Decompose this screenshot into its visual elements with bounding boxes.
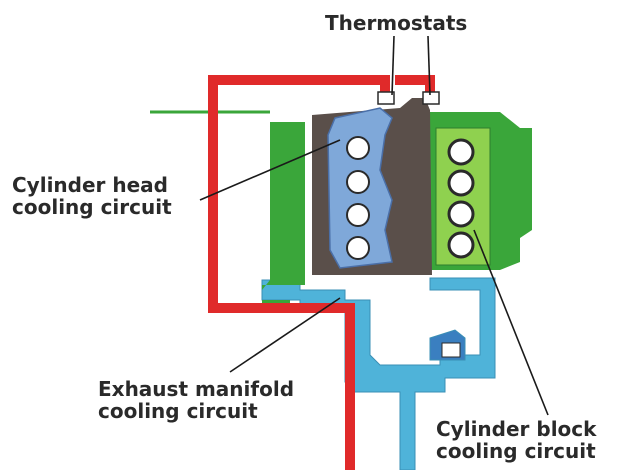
head-port-4 — [346, 236, 370, 260]
exhaust-manifold-line-1: Exhaust manifold — [98, 377, 295, 401]
leader-thermostat-right — [427, 35, 431, 96]
cylinder-block-line-1: Cylinder block — [436, 417, 597, 441]
thermostats-label: Thermostats — [325, 12, 467, 34]
head-port-3 — [346, 203, 370, 227]
block-bore-2 — [447, 169, 475, 197]
exhaust-manifold-label: Exhaust manifold cooling circuit — [98, 378, 294, 422]
cylinder-head-label: Cylinder head cooling circuit — [12, 174, 172, 218]
block-bore-1 — [447, 138, 475, 166]
cylinder-block-label: Cylinder block cooling circuit — [436, 418, 596, 462]
cylinder-head-line-1: Cylinder head — [12, 173, 168, 197]
head-port-2 — [346, 170, 370, 194]
leader-thermostat-left — [391, 35, 395, 96]
leader-head — [199, 139, 341, 201]
cylinder-head-area — [327, 107, 393, 269]
cylinder-block-line-2: cooling circuit — [436, 439, 596, 463]
leader-exhaust — [229, 297, 341, 373]
head-port-1 — [346, 136, 370, 160]
block-bore-3 — [447, 200, 475, 228]
cylinder-block-bores — [447, 138, 475, 259]
cylinder-head-line-2: cooling circuit — [12, 195, 172, 219]
thermostats-text: Thermostats — [325, 11, 468, 35]
leader-block — [473, 229, 549, 416]
exhaust-manifold-line-2: cooling circuit — [98, 399, 258, 423]
thermostat-housing — [377, 91, 440, 105]
leader-lines — [199, 35, 549, 416]
valve-body — [441, 342, 461, 358]
block-bore-4 — [447, 231, 475, 259]
